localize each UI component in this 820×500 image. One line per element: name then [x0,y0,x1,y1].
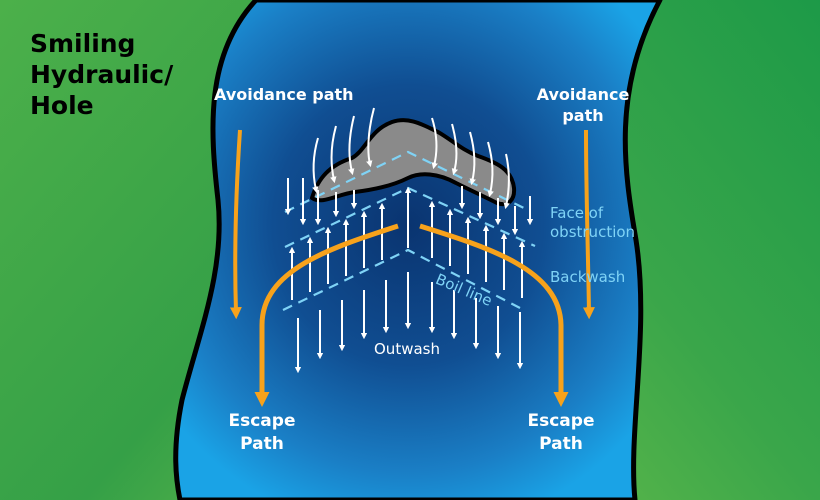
face-down-arrows [284,178,534,236]
escape-path-right-label: Escape Path [527,411,595,454]
rock [310,118,517,207]
avoidance-path-left-label: Avoidance path [214,85,354,104]
outwash-down-arrows [294,272,524,374]
face-of-obstruction-label: Face of obstruction [550,204,636,241]
escape-paths [254,223,569,407]
boil-line [282,248,521,311]
escape-path-right [419,223,569,407]
river [173,0,663,500]
backwash-label: Backwash [550,268,626,286]
diagram-title: Smiling Hydraulic/ Hole [30,29,174,120]
avoidance-path-right-label: Avoidance path [536,85,630,125]
escape-path-left [254,223,399,407]
upstream-arrows [312,107,510,210]
avoidance-path-left [229,129,242,320]
avoidance-paths [229,129,595,320]
avoidance-path-right [582,129,595,320]
outwash-label: Outwash [374,340,440,358]
escape-path-left-label: Escape Path [228,411,296,454]
